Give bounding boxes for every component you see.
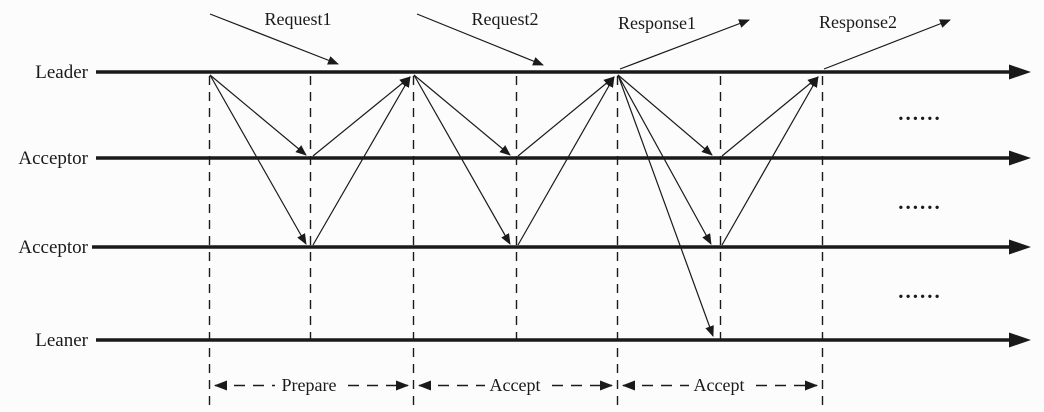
phase-label-accept2: Accept bbox=[694, 375, 745, 395]
phase-label-accept1: Accept bbox=[490, 375, 541, 395]
accept-round1-messages bbox=[413, 74, 615, 246]
prepare-msg-leader-to-acceptor2 bbox=[209, 74, 307, 245]
response2-arrow bbox=[823, 19, 951, 70]
phase-boundary-lines bbox=[208, 76, 824, 407]
accepted-msg-acceptor1-to-leader bbox=[517, 76, 615, 157]
lane-label-acceptor1: Acceptor bbox=[18, 148, 88, 169]
lane-label-leaner: Leaner bbox=[35, 330, 88, 351]
request1-label: Request1 bbox=[265, 9, 332, 29]
accept-msg-leader-to-acceptor1 bbox=[413, 74, 511, 156]
accepted-msg-acceptor2-to-leader bbox=[721, 76, 819, 246]
response1-label: Response1 bbox=[618, 13, 696, 33]
request2-arrow bbox=[416, 13, 544, 66]
request1-arrow bbox=[209, 13, 339, 65]
accept-msg-leader-to-acceptor2 bbox=[617, 74, 712, 245]
promise-msg-acceptor1-to-leader bbox=[312, 76, 411, 157]
lane-label-leader: Leader bbox=[35, 62, 88, 83]
continuation-dots: ...... bbox=[898, 279, 942, 303]
phase-label-background bbox=[689, 376, 750, 395]
response2-label: Response2 bbox=[819, 12, 897, 32]
client-messages: Request1 Request2 Response1 Response2 bbox=[209, 9, 951, 70]
promise-msg-acceptor2-to-leader bbox=[312, 76, 411, 246]
lane-label-acceptor2: Acceptor bbox=[18, 237, 88, 258]
accept-msg-leader-to-acceptor1 bbox=[617, 74, 713, 156]
prepare-round-messages bbox=[209, 74, 411, 246]
phase-label-background bbox=[485, 376, 546, 395]
lifelines: Leader Acceptor Acceptor Leaner bbox=[18, 62, 1031, 351]
phase-spans: Prepare Accept Accept bbox=[214, 375, 818, 395]
response1-arrow bbox=[619, 19, 750, 70]
phase-label-background bbox=[275, 376, 344, 395]
continuation-dots: ...... bbox=[898, 190, 942, 214]
accept-msg-leader-to-acceptor2 bbox=[413, 74, 511, 245]
phase-label-prepare: Prepare bbox=[282, 375, 337, 395]
accepted-msg-acceptor2-to-leader bbox=[517, 76, 615, 246]
accept-msg-leader-to-leaner bbox=[617, 74, 714, 337]
continuation-dots-group: ...... ...... ...... bbox=[898, 101, 942, 303]
accepted-msg-acceptor1-to-leader bbox=[721, 76, 819, 157]
continuation-dots: ...... bbox=[898, 101, 942, 125]
request2-label: Request2 bbox=[472, 9, 539, 29]
accept-round2-messages bbox=[617, 74, 819, 337]
prepare-msg-leader-to-acceptor1 bbox=[209, 74, 307, 156]
